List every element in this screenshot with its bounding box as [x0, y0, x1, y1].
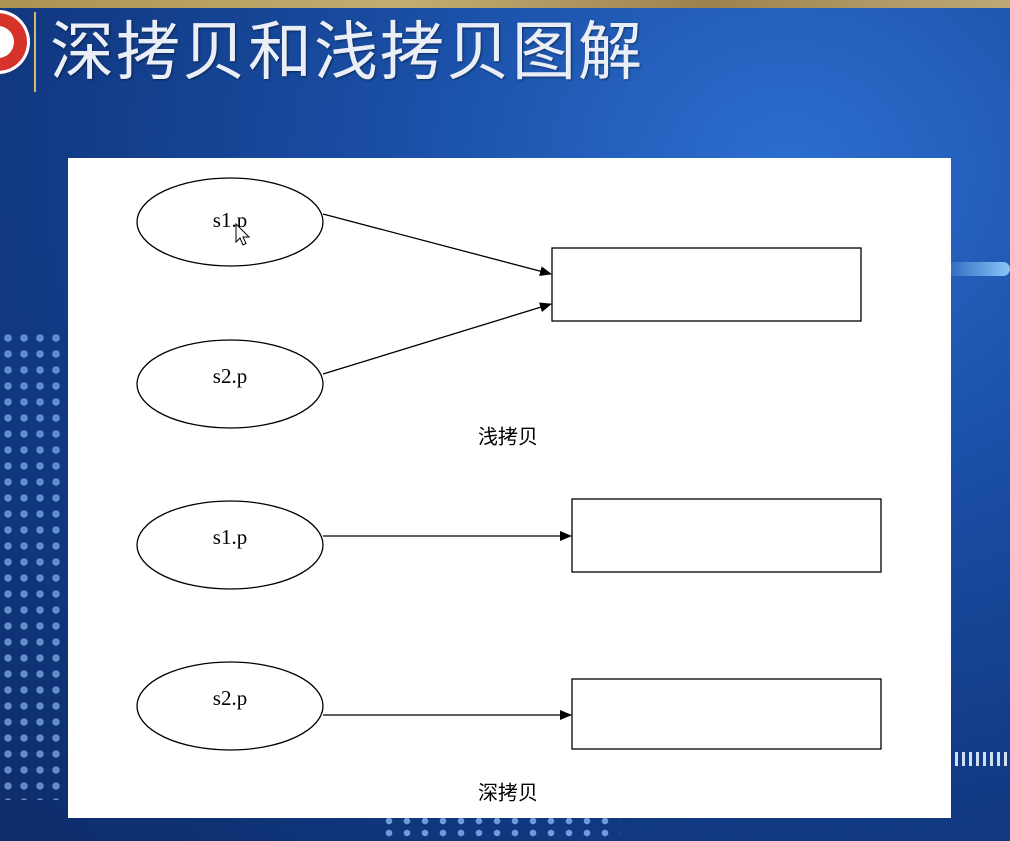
deep-s1-object-box — [571, 498, 882, 573]
shallow-s2-pointer-arrow — [322, 302, 552, 375]
slide-title: 深拷贝和浅拷贝图解 — [50, 16, 644, 90]
dot-pattern-bottom-decoration — [380, 815, 620, 841]
title-divider — [34, 12, 36, 92]
deep-copy-caption: 深拷贝 — [478, 781, 538, 805]
shallow-copy-caption: 浅拷贝 — [478, 425, 538, 449]
diagram-canvas: s1.p s2.p 浅拷贝 s1.p s2.p 深拷贝 — [68, 158, 951, 818]
deep-copy-section: s1.p s2.p 深拷贝 — [136, 498, 882, 805]
top-decoration-bar — [0, 0, 1010, 8]
deep-s2-object-box — [571, 678, 882, 750]
shallow-s1-label: s1.p — [213, 208, 247, 232]
deep-s1-node — [136, 500, 324, 590]
shallow-copy-section: s1.p s2.p 浅拷贝 — [136, 177, 862, 449]
deep-s2-label: s2.p — [213, 686, 247, 710]
copy-diagram: s1.p s2.p 浅拷贝 s1.p s2.p 深拷贝 — [136, 177, 882, 805]
shallow-s2-node — [136, 339, 324, 429]
shallow-shared-object-box — [551, 247, 862, 322]
mouse-cursor-icon — [235, 222, 251, 246]
deep-s2-node — [136, 661, 324, 751]
shallow-s2-label: s2.p — [213, 364, 247, 388]
logo-icon — [0, 10, 30, 74]
deep-s1-label: s1.p — [213, 525, 247, 549]
dot-pattern-decoration — [0, 330, 70, 800]
light-streak-decoration — [940, 262, 1010, 276]
tick-pattern-decoration — [955, 752, 1010, 766]
shallow-s1-pointer-arrow — [322, 213, 552, 277]
shallow-s1-node — [136, 177, 324, 267]
